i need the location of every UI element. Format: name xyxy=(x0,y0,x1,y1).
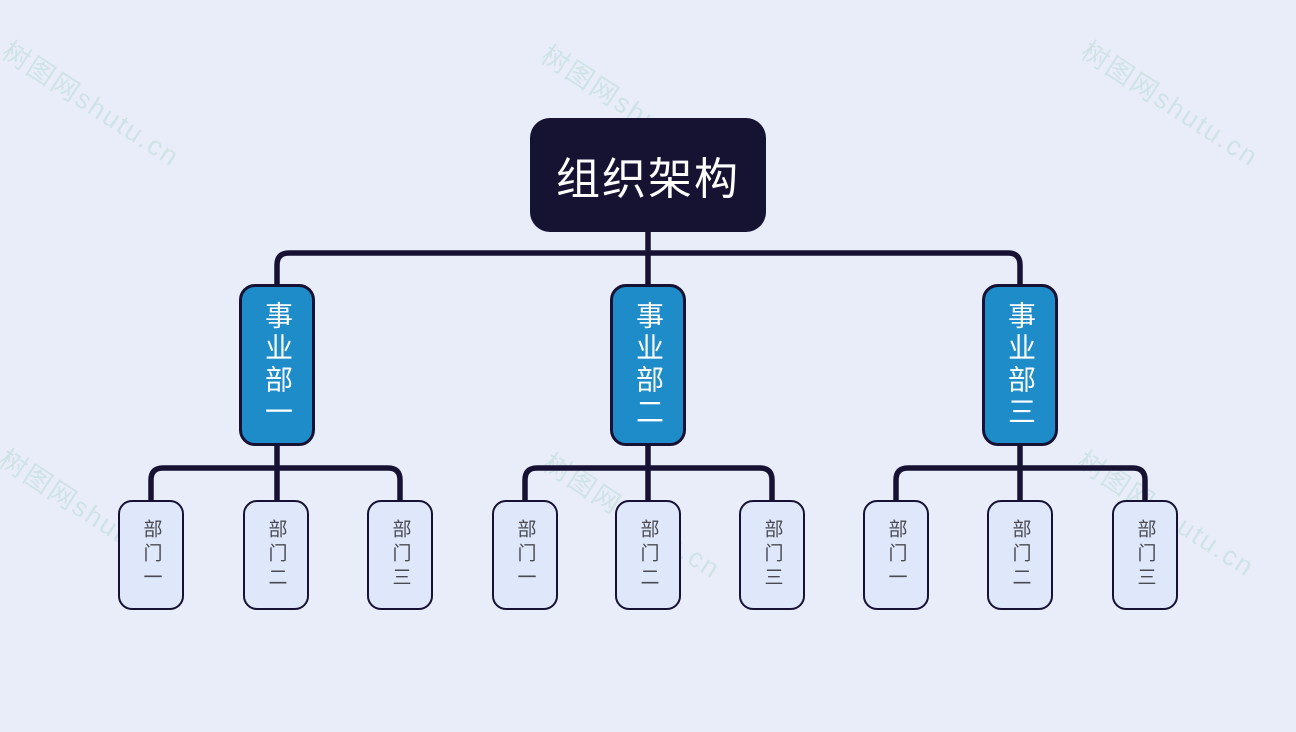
connector-division2 xyxy=(522,465,775,502)
department-node-2-3[interactable]: 部门三 xyxy=(739,500,805,610)
department-node-label: 部门二 xyxy=(637,519,659,591)
department-node-label: 部门三 xyxy=(761,519,783,591)
department-node-label: 部门三 xyxy=(389,519,411,591)
department-node-1-3[interactable]: 部门三 xyxy=(367,500,433,610)
department-node-label: 部门三 xyxy=(1134,519,1156,591)
root-node[interactable]: 组织架构 xyxy=(530,118,766,232)
division-node-2[interactable]: 事业部二 xyxy=(610,284,686,446)
division-node-1[interactable]: 事业部一 xyxy=(239,284,315,446)
division-node-label: 事业部一 xyxy=(262,301,293,429)
department-node-1-1[interactable]: 部门一 xyxy=(118,500,184,610)
department-node-3-1[interactable]: 部门一 xyxy=(863,500,929,610)
division-node-3[interactable]: 事业部三 xyxy=(982,284,1058,446)
department-node-2-1[interactable]: 部门一 xyxy=(492,500,558,610)
department-node-label: 部门一 xyxy=(140,519,162,591)
department-node-label: 部门一 xyxy=(885,519,907,591)
department-node-1-2[interactable]: 部门二 xyxy=(243,500,309,610)
department-node-3-2[interactable]: 部门二 xyxy=(987,500,1053,610)
division-node-label: 事业部三 xyxy=(1005,301,1036,429)
department-node-2-2[interactable]: 部门二 xyxy=(615,500,681,610)
department-node-3-3[interactable]: 部门三 xyxy=(1112,500,1178,610)
connector-level1 xyxy=(274,250,1023,286)
division-node-label: 事业部二 xyxy=(633,301,664,429)
department-node-label: 部门二 xyxy=(1009,519,1031,591)
department-node-label: 部门一 xyxy=(514,519,536,591)
connector-division1 xyxy=(148,465,403,502)
connector-division3 xyxy=(893,465,1148,502)
department-node-label: 部门二 xyxy=(265,519,287,591)
root-node-label: 组织架构 xyxy=(556,155,740,204)
